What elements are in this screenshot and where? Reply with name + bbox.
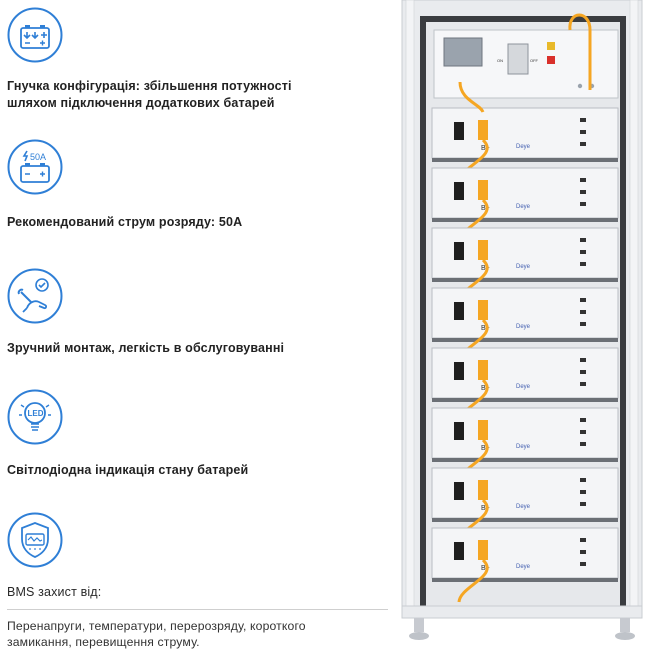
module-brand-label: Deye [516, 444, 531, 450]
feature-easy-install-text: Зручний монтаж, легкість в обслуговуванн… [7, 341, 285, 355]
feature-flexible-config-text: Гнучка конфігурація: збільшення потужнос… [7, 79, 292, 110]
terminal-negative [454, 362, 464, 380]
maintenance-wrench-icon [7, 268, 63, 324]
module-brand-label: Deye [516, 204, 531, 210]
terminal-negative [454, 422, 464, 440]
terminal-positive [478, 540, 488, 560]
terminal-label: B+ [481, 565, 490, 572]
battery-current-icon: 50A [7, 139, 63, 195]
terminal-label: B+ [481, 385, 490, 392]
battery-rack-drawing: ON OFF B+DeyeB+DeyeB+DeyeB+DeyeB+DeyeB+D… [401, 0, 643, 640]
terminal-negative [454, 482, 464, 500]
battery-module: B+ Deye [431, 287, 619, 363]
terminal-positive [478, 120, 488, 140]
feature-bms-text: BMS захист від: [7, 585, 102, 599]
module-brand-label: Deye [516, 144, 531, 150]
terminal-positive [478, 240, 488, 260]
switch-off-label: OFF [530, 58, 539, 63]
terminal-positive [478, 300, 488, 320]
battery-module: B+ Deye [431, 167, 619, 243]
terminal-negative [454, 122, 464, 140]
battery-modules: B+DeyeB+DeyeB+DeyeB+DeyeB+DeyeB+DeyeB+De… [431, 13, 619, 603]
terminal-positive [478, 180, 488, 200]
terminal-label: B+ [481, 265, 490, 272]
battery-module: B+ Deye [431, 527, 619, 603]
terminal-negative [454, 242, 464, 260]
main-cable [568, 13, 592, 90]
feature-led-indication-text: Світлодіодна індикація стану батарей [7, 463, 249, 477]
battery-module: B+ Deye [431, 467, 619, 543]
led-bulb-icon: LED [7, 389, 63, 445]
terminal-positive [478, 480, 488, 500]
terminal-positive [478, 420, 488, 440]
switch-on-label: ON [497, 58, 503, 63]
led-label: LED [28, 409, 44, 418]
module-brand-label: Deye [516, 384, 531, 390]
battery-charge-icon [7, 7, 63, 63]
feature-discharge-current-text: Рекомендований струм розряду: 50A [7, 215, 243, 229]
module-brand-label: Deye [516, 324, 531, 330]
module-cable [457, 558, 489, 603]
terminal-label: B+ [481, 445, 490, 452]
terminal-negative [454, 182, 464, 200]
terminal-negative [454, 542, 464, 560]
terminal-negative [454, 302, 464, 320]
current-rating-label: 50A [30, 152, 46, 162]
module-brand-label: Deye [516, 564, 531, 570]
terminal-label: B+ [481, 505, 490, 512]
bms-shield-icon [7, 512, 63, 568]
terminal-label: B+ [481, 145, 490, 152]
terminal-positive [478, 360, 488, 380]
main-cable [458, 81, 485, 113]
battery-module: B+ Deye [431, 347, 619, 423]
bms-control-unit: ON OFF [433, 29, 619, 99]
terminal-label: B+ [481, 205, 490, 212]
battery-module: B+ Deye [431, 227, 619, 303]
terminal-label: B+ [481, 325, 490, 332]
module-brand-label: Deye [516, 264, 531, 270]
bms-protection-details: Перенапруги, температури, перерозряду, к… [7, 619, 306, 649]
module-brand-label: Deye [516, 504, 531, 510]
battery-module: B+ Deye [431, 107, 619, 183]
bms-divider [7, 609, 388, 610]
